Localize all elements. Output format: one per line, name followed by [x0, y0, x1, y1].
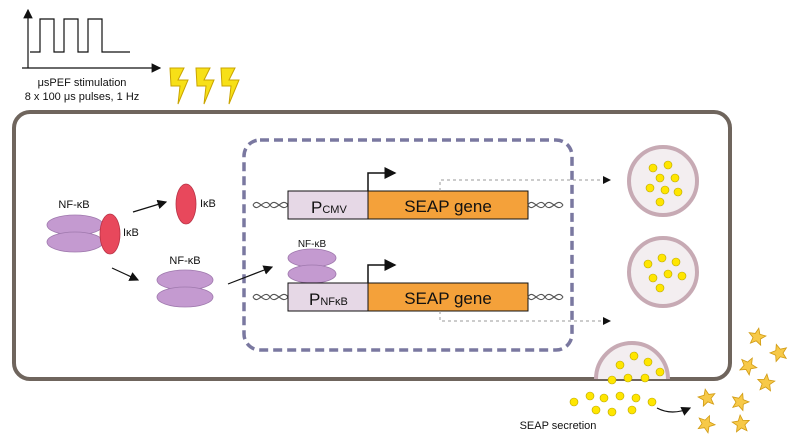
seap-protein-dot [615, 360, 625, 370]
pulse-waveform [22, 8, 162, 73]
promoter-letter: P [311, 198, 322, 217]
seap-protein-dot [643, 357, 653, 367]
lightning-bolt-icon [220, 67, 240, 105]
seap-protein-dot [671, 257, 681, 267]
fusing-vesicle [594, 341, 670, 380]
seap-protein-dot [629, 351, 639, 361]
seap-protein-dot [657, 253, 667, 263]
promoter-letter: P [309, 290, 320, 309]
bound-nfkb-label: NF-κB [298, 239, 327, 250]
released-ikb [175, 183, 197, 225]
vesicle-seap-dots [645, 160, 683, 207]
secretion-label: SEAP secretion [520, 420, 597, 432]
seap-protein-dot [599, 393, 609, 403]
seap-protein-dot [623, 373, 633, 383]
seap-protein-dot [591, 405, 601, 415]
nfkb-promoter [287, 282, 369, 312]
seap-protein-dot [655, 197, 665, 207]
transcription-start-arrow [367, 259, 397, 283]
seap-protein-dot [627, 405, 637, 415]
seap-protein-dot [655, 283, 665, 293]
complex-nfkb-label: NF-κB [58, 199, 89, 211]
secretion-arrow [656, 407, 692, 416]
free-nfkb-label: NF-κB [169, 255, 200, 267]
seap-protein-dot [663, 160, 673, 170]
nfkb-subunit [287, 264, 337, 284]
complex-ikb-label: IκB [123, 227, 139, 239]
pulse-train [30, 18, 130, 53]
seap-protein-dot [643, 259, 653, 269]
promoter-subscript: CMV [322, 204, 347, 216]
nuclear-import-arrow [227, 265, 274, 285]
seap-protein-dot [631, 393, 641, 403]
seap-protein-dot [673, 187, 683, 197]
construct-cmv [252, 167, 564, 220]
lightning-bolt-icon [195, 67, 215, 105]
seap-protein-dot [670, 173, 680, 183]
ikb-protein [99, 213, 121, 255]
expression-arrow-cmv [439, 176, 611, 191]
vesicle-seap-dots [643, 253, 687, 293]
lightning-bolt-icons [169, 67, 240, 105]
stimulation-params: 8 x 100 μs pulses, 1 Hz [25, 91, 140, 103]
seap-protein-dot [645, 183, 655, 193]
seap-protein-dot [677, 271, 687, 281]
nfkb-promoter-label: PNFκB [309, 290, 348, 309]
seap-star-icon [731, 413, 751, 433]
ikb-release-arrow [132, 199, 168, 213]
seap-protein-dot [607, 375, 617, 385]
cmv-promoter-label: PCMV [311, 198, 347, 217]
seap-protein-dot [648, 273, 658, 283]
construct-nfkb [252, 259, 564, 312]
nucleus [242, 138, 574, 352]
nfkb-subunit [46, 231, 104, 253]
seap-star-icon [748, 327, 767, 347]
nfkb-subunit [287, 248, 337, 268]
seap-gene-box [367, 190, 529, 220]
seap-protein-dot [607, 407, 617, 417]
free-nfkb [156, 269, 214, 308]
promoter-subscript: NFκB [320, 296, 348, 308]
seap-protein-dot [648, 163, 658, 173]
secreted-seap-stars [697, 327, 788, 434]
seap-star-icon [731, 392, 751, 412]
dna-helix-right [527, 293, 564, 301]
secreted-seap-dots [569, 351, 665, 417]
seap-protein-dot [615, 391, 625, 401]
seap-protein-dot [663, 269, 673, 279]
dna-helix-right [527, 201, 564, 209]
bound-nfkb [287, 248, 337, 284]
cmv-gene-label: SEAP gene [404, 197, 492, 216]
dna-helix-left [252, 293, 289, 301]
seap-star-icon [697, 388, 716, 408]
seap-star-icon [768, 343, 788, 363]
seap-protein-dot [647, 397, 657, 407]
dna-helix-left [252, 201, 289, 209]
seap-star-icon [697, 414, 717, 434]
transcription-start-arrow [367, 167, 397, 191]
seap-protein-dot [585, 391, 595, 401]
expression-arrow-nfkb [439, 311, 611, 325]
cell-membrane [12, 110, 732, 381]
secretory-vesicle [627, 236, 699, 308]
seap-protein-dot [655, 367, 665, 377]
released-ikb-label: IκB [200, 198, 216, 210]
seap-protein-dot [640, 373, 650, 383]
seap-protein-dot [569, 397, 579, 407]
nfkb-subunit [156, 286, 214, 308]
nfkb-ikb-complex [46, 213, 121, 255]
seap-star-icon [756, 372, 776, 392]
seap-protein-dot [655, 173, 665, 183]
seap-star-icon [738, 357, 758, 376]
lightning-bolt-icon [169, 67, 189, 105]
seap-protein-dot [660, 185, 670, 195]
nfkb-release-arrow [111, 267, 140, 281]
nfkb-gene-label: SEAP gene [404, 289, 492, 308]
stimulation-title: μsPEF stimulation [38, 77, 127, 89]
